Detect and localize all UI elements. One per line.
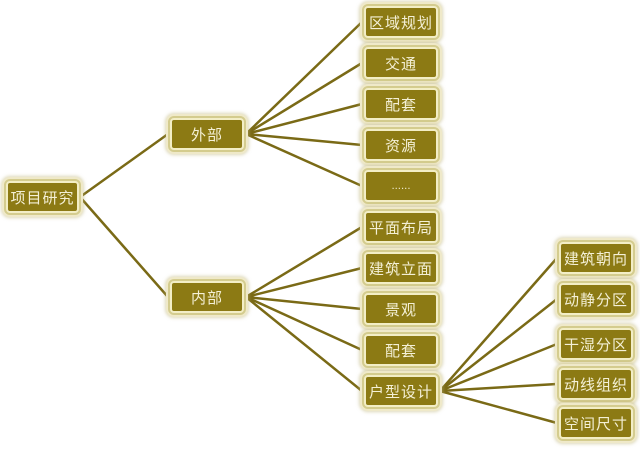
node-label: 内部	[190, 288, 223, 307]
node-label: 干湿分区	[563, 335, 628, 354]
node-orientation: 建筑朝向	[557, 240, 635, 276]
node-label: 外部	[190, 125, 223, 144]
node-label: 动静分区	[563, 290, 628, 309]
node-label: 区域规划	[368, 13, 433, 32]
node-label: 配套	[384, 95, 417, 114]
node-facilities-internal: 配套	[362, 332, 440, 368]
node-ellipsis: ......	[362, 168, 440, 204]
node-space-dimensions: 空间尺寸	[557, 405, 635, 441]
node-label: ......	[391, 180, 411, 192]
node-unit-design: 户型设计	[362, 373, 440, 409]
node-circulation: 动线组织	[557, 366, 635, 402]
node-floor-plan: 平面布局	[362, 209, 440, 245]
node-wet-dry-zoning: 干湿分区	[557, 326, 635, 362]
node-external: 外部	[168, 116, 246, 152]
node-facilities-external: 配套	[362, 86, 440, 122]
node-internal: 内部	[168, 279, 246, 315]
node-quiet-active-zoning: 动静分区	[557, 281, 635, 317]
node-regional-planning: 区域规划	[362, 4, 440, 40]
node-label: 景观	[384, 300, 417, 319]
node-landscape: 景观	[362, 291, 440, 327]
node-resources: 资源	[362, 127, 440, 163]
node-label: 建筑立面	[368, 259, 433, 278]
node-label: 配套	[384, 341, 417, 360]
node-label: 资源	[384, 136, 417, 155]
node-label: 交通	[384, 54, 417, 73]
node-label: 空间尺寸	[563, 414, 628, 433]
node-label: 项目研究	[10, 188, 75, 207]
node-root: 项目研究	[4, 179, 81, 215]
node-label: 动线组织	[563, 375, 628, 394]
node-traffic: 交通	[362, 45, 440, 81]
node-label: 平面布局	[368, 218, 433, 237]
node-facade: 建筑立面	[362, 250, 440, 286]
node-label: 户型设计	[368, 382, 433, 401]
node-label: 建筑朝向	[563, 249, 628, 268]
